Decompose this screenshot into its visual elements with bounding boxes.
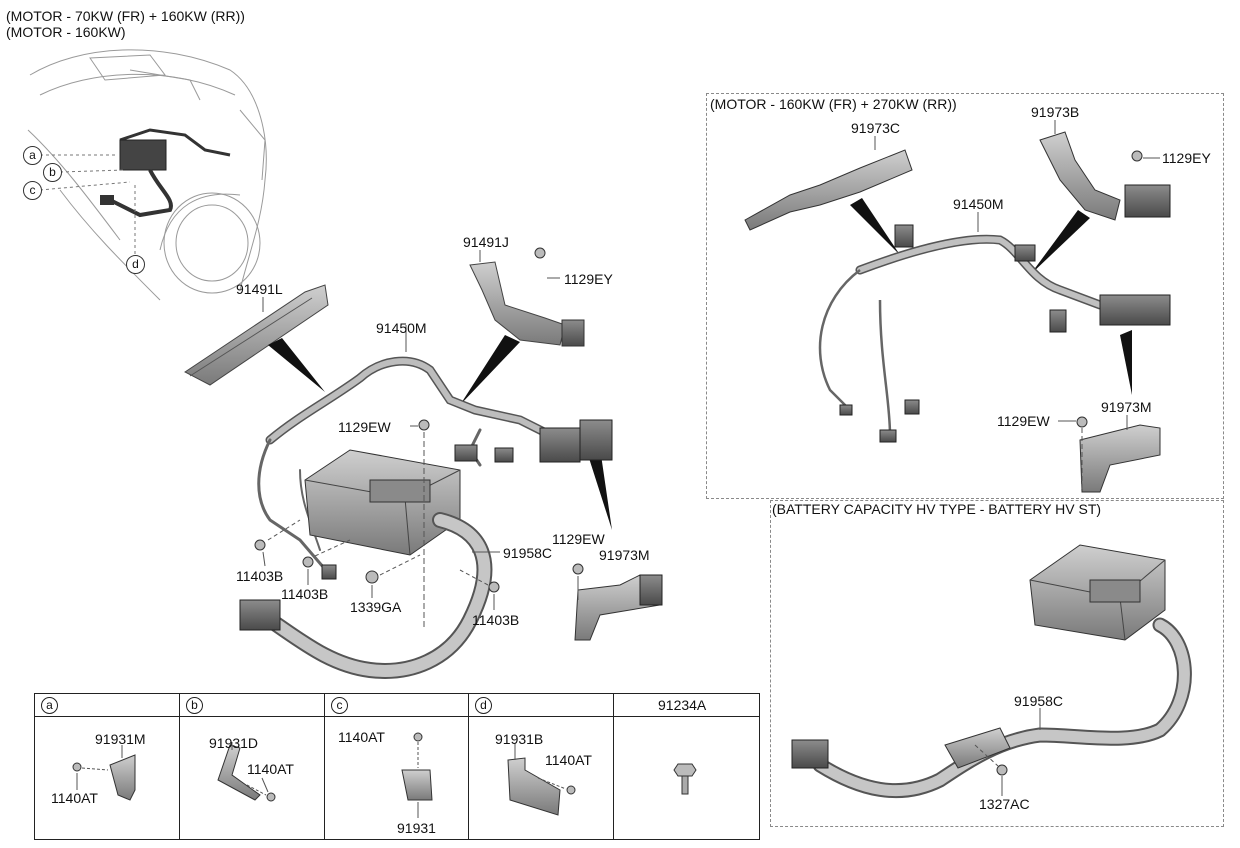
table-b-part-91931D: 91931D [209, 735, 259, 751]
callout-c: c [23, 181, 42, 200]
table-a-part-1140AT: 1140AT [51, 790, 98, 806]
label-91450M-upper: 91450M [953, 196, 1004, 212]
label-91973B: 91973B [1031, 104, 1080, 120]
harness-connectors [321, 419, 613, 580]
table-col-divider [179, 694, 180, 839]
table-col-divider [468, 694, 469, 839]
label-91491L: 91491L [236, 281, 283, 297]
bracket-91973M-shape [574, 574, 663, 641]
label-1129EY-main: 1129EY [564, 271, 613, 287]
label-91958C-main: 91958C [503, 545, 553, 561]
table-artwork [72, 732, 697, 818]
label-1129EW-bottom: 1129EW [552, 531, 605, 547]
label-1129EW-upper: 1129EW [997, 413, 1050, 429]
callout-a: a [23, 146, 42, 165]
label-91973C: 91973C [851, 120, 901, 136]
label-1327AC: 1327AC [979, 796, 1030, 812]
label-91491J: 91491J [463, 234, 509, 250]
table-head-b: b [186, 697, 203, 714]
cover-91491J-shape [469, 261, 585, 347]
cover-91491L-shape [184, 284, 329, 386]
table-head-a: a [41, 697, 58, 714]
label-1129EY-upper: 1129EY [1162, 150, 1211, 166]
label-11403B-right: 11403B [472, 612, 520, 628]
variant-box-upper-title: (MOTOR - 160KW (FR) + 270KW (RR)) [710, 96, 957, 112]
table-head-c: c [331, 697, 348, 714]
junction-box-shape [304, 449, 461, 556]
table-d-part-1140AT: 1140AT [545, 752, 592, 768]
header-line-1: (MOTOR - 70KW (FR) + 160KW (RR)) [6, 8, 245, 24]
table-col-divider [613, 694, 614, 839]
bolts-main [254, 247, 584, 593]
table-d-part-91931B: 91931B [495, 731, 544, 747]
label-91973M-main: 91973M [599, 547, 650, 563]
table-head-91234A: 91234A [658, 697, 707, 713]
arrow-91491J [460, 335, 520, 405]
variant-box-upper [706, 93, 1224, 499]
cable-91958C-shape [239, 512, 493, 679]
variant-box-lower [770, 500, 1224, 827]
arrow-91973M [588, 448, 612, 530]
label-91958C-lower: 91958C [1014, 693, 1064, 709]
vehicle-outline [27, 49, 267, 301]
label-11403B-left: 11403B [236, 568, 284, 584]
table-header-divider [35, 716, 759, 717]
label-91973M-upper: 91973M [1101, 399, 1152, 415]
upper-box-artwork [744, 120, 1171, 493]
table-head-d: d [475, 697, 492, 714]
lower-box-artwork [791, 544, 1192, 799]
table-c-part-1140AT: 1140AT [338, 729, 385, 745]
variant-box-lower-title: (BATTERY CAPACITY HV TYPE - BATTERY HV S… [772, 501, 1102, 517]
table-col-divider [324, 694, 325, 839]
vehicle-callout-leaders [39, 154, 136, 258]
arrow-91491L [268, 338, 325, 392]
table-a-part-91931M: 91931M [95, 731, 146, 747]
label-11403B-mid: 11403B [281, 586, 329, 602]
label-91450M-main: 91450M [376, 320, 427, 336]
table-b-part-1140AT: 1140AT [247, 761, 294, 777]
label-1129EW-top: 1129EW [338, 419, 391, 435]
harness-91450M-shape [257, 356, 605, 577]
label-1339GA: 1339GA [350, 599, 402, 615]
parts-table: a b c d 91234A 91931M 1140AT 91931D 1140… [34, 693, 760, 840]
table-c-part-91931: 91931 [397, 820, 436, 836]
vehicle-harness-detail [100, 128, 231, 218]
leader-lines-main [262, 250, 579, 630]
header-line-2: (MOTOR - 160KW) [6, 24, 126, 40]
callout-b: b [43, 163, 62, 182]
callout-d: d [126, 255, 145, 274]
